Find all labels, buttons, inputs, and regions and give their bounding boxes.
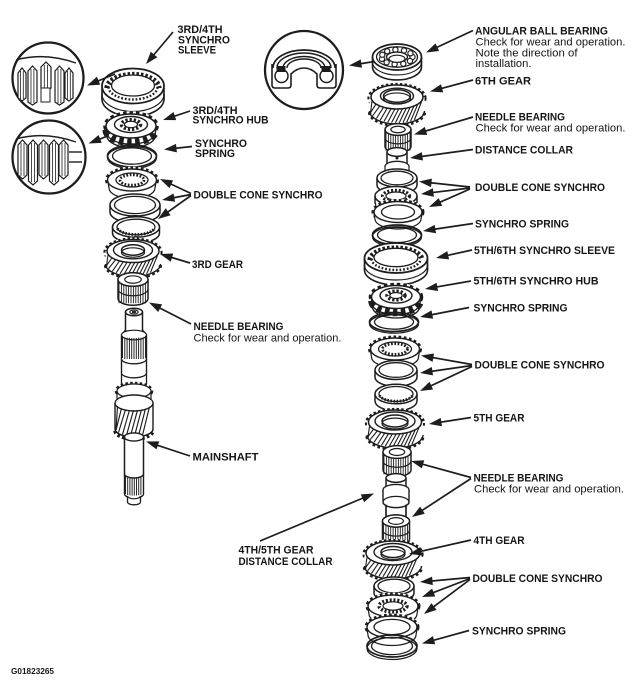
svg-text:SPRING: SPRING	[195, 148, 235, 160]
svg-text:Check for wear and operation.: Check for wear and operation.	[476, 36, 626, 48]
svg-text:DISTANCE COLLAR: DISTANCE COLLAR	[475, 145, 573, 157]
svg-text:G01823265: G01823265	[11, 666, 54, 676]
svg-text:6TH GEAR: 6TH GEAR	[475, 76, 531, 88]
svg-text:SYNCHRO SPRING: SYNCHRO SPRING	[475, 219, 569, 231]
svg-text:Check for wear and operation.: Check for wear and operation.	[476, 123, 626, 135]
svg-text:NEEDLE BEARING: NEEDLE BEARING	[194, 321, 284, 333]
svg-text:NEEDLE BEARING: NEEDLE BEARING	[475, 112, 565, 124]
svg-text:DISTANCE COLLAR: DISTANCE COLLAR	[239, 556, 333, 568]
svg-text:ANGULAR BALL BEARING: ANGULAR BALL BEARING	[475, 26, 608, 38]
svg-text:4TH GEAR: 4TH GEAR	[474, 535, 525, 547]
svg-text:MAINSHAFT: MAINSHAFT	[193, 452, 259, 464]
svg-text:5TH/6TH SYNCHRO SLEEVE: 5TH/6TH SYNCHRO SLEEVE	[474, 245, 615, 257]
svg-text:DOUBLE CONE SYNCHRO: DOUBLE CONE SYNCHRO	[475, 360, 605, 372]
svg-text:SYNCHRO: SYNCHRO	[195, 138, 247, 150]
svg-text:DOUBLE CONE SYNCHRO: DOUBLE CONE SYNCHRO	[194, 190, 323, 202]
svg-text:SYNCHRO HUB: SYNCHRO HUB	[193, 115, 269, 127]
svg-text:5TH/6TH SYNCHRO HUB: 5TH/6TH SYNCHRO HUB	[474, 276, 599, 288]
svg-text:3RD/4TH: 3RD/4TH	[178, 24, 223, 36]
svg-text:5TH GEAR: 5TH GEAR	[474, 413, 525, 425]
svg-text:Check for wear and operation.: Check for wear and operation.	[194, 333, 342, 345]
svg-text:3RD/4TH: 3RD/4TH	[193, 105, 238, 117]
svg-text:SYNCHRO: SYNCHRO	[178, 34, 230, 46]
svg-text:installation.: installation.	[476, 58, 532, 70]
svg-text:SLEEVE: SLEEVE	[178, 45, 216, 57]
svg-text:DOUBLE CONE SYNCHRO: DOUBLE CONE SYNCHRO	[473, 573, 603, 585]
svg-text:DOUBLE CONE SYNCHRO: DOUBLE CONE SYNCHRO	[475, 182, 605, 194]
svg-text:3RD GEAR: 3RD GEAR	[192, 259, 243, 271]
svg-text:SYNCHRO SPRING: SYNCHRO SPRING	[474, 303, 568, 315]
svg-text:NEEDLE BEARING: NEEDLE BEARING	[474, 473, 564, 485]
svg-text:Check for wear and operation.: Check for wear and operation.	[474, 484, 624, 496]
svg-text:SYNCHRO SPRING: SYNCHRO SPRING	[472, 626, 566, 638]
svg-text:Note the direction of: Note the direction of	[476, 48, 579, 60]
svg-text:4TH/5TH GEAR: 4TH/5TH GEAR	[239, 545, 314, 557]
